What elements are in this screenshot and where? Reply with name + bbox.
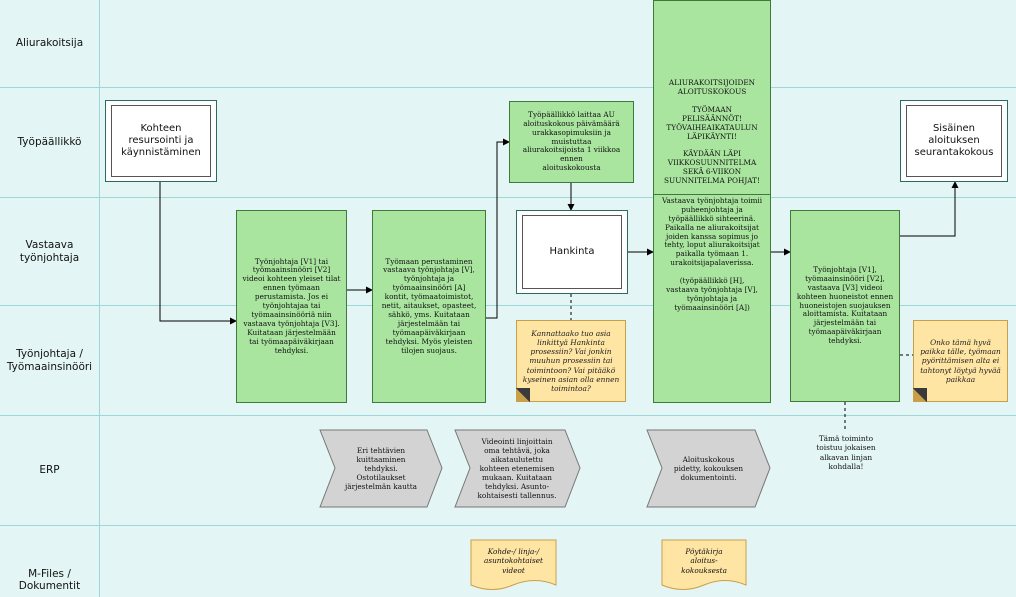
start-box-label: Kohteen resursointi ja käynnistäminen: [111, 105, 211, 177]
erp-chevron-2: [454, 429, 581, 508]
doc-videot-label: Kohde-/ linja-/ asuntokohtaiset videot: [484, 547, 543, 575]
task-aloituskokous-bottom[interactable]: Vastaava työnjohtaja toimii puheenjohtaj…: [653, 195, 771, 403]
erp-chevron-2-label: Videointi linjoittain oma tehtävä, joka …: [477, 436, 557, 501]
doc-poytakirja-label: Pöytäkirja aloitus- kokouksesta: [681, 547, 727, 575]
lane-label: Työpäällikkö: [0, 88, 100, 197]
end-box[interactable]: Sisäinen aloituksen seurantakokous: [900, 100, 1008, 182]
connector-start-to-video: [159, 170, 237, 325]
task-tyomaan-perustaminen[interactable]: Työmaan perustaminen vastaava työnjohtaj…: [372, 210, 486, 403]
connector-huoneistot-to-end: [900, 181, 959, 237]
note-hankinta-question: Kannattaako tuo asia linkittyä Hankinta …: [516, 320, 626, 402]
note-fold-icon: [913, 388, 927, 402]
lane-tyonjohtaja: Työnjohtaja / Työmaainsinööri: [0, 306, 1016, 416]
task-aloituskokous-top[interactable]: ALIURAKOITSIJOIDEN ALOITUSKOKOUS TYÖMAAN…: [653, 0, 771, 195]
lane-label: Vastaava työnjohtaja: [0, 198, 100, 305]
end-box-label: Sisäinen aloituksen seurantakokous: [906, 105, 1002, 177]
lane-vastaava-tyonjohtaja: Vastaava työnjohtaja: [0, 198, 1016, 306]
note-placement-question: Onko tämä hyvä paikka tälle, työmaan pyö…: [913, 320, 1008, 402]
start-box[interactable]: Kohteen resursointi ja käynnistäminen: [105, 100, 217, 182]
lane-m-files: M-Files / Dokumentit: [0, 526, 1016, 597]
erp-chevron-1: [319, 429, 443, 508]
task-yleiset-tilat-video[interactable]: Työnjohtaja [V1] tai työmaainsinööri [V2…: [236, 210, 347, 403]
lane-tyopaallikko: Työpäällikkö: [0, 88, 1016, 198]
note-hankinta-text: Kannattaako tuo asia linkittyä Hankinta …: [522, 328, 620, 394]
lane-erp: ERP: [0, 416, 1016, 526]
repeat-annotation: Tämä toiminto toistuu jokaisen alkavan l…: [816, 434, 876, 471]
lane-label: ERP: [0, 416, 100, 525]
erp-chevron-3-label: Aloituskokous pidetty, kokouksen dokumen…: [673, 454, 744, 483]
note-right-text: Onko tämä hyvä paikka tälle, työmaan pyö…: [920, 337, 1001, 384]
note-fold-icon: [516, 388, 530, 402]
doc-shape-1: [470, 539, 557, 590]
connector-perustaminen-to-tp: [486, 138, 510, 319]
hankinta-box-label: Hankinta: [522, 215, 622, 289]
lane-label: Aliurakoitsija: [0, 0, 100, 87]
erp-chevron-1-label: Eri tehtävien kuittaaminen tehdyksi. Ost…: [345, 445, 417, 492]
erp-chevron-3: [646, 429, 771, 508]
doc-shape-2: [661, 539, 747, 590]
task-huoneistot-video[interactable]: Työnjohtaja [V1], työmaainsinööri [V2], …: [790, 210, 900, 402]
task-tp-au-aloituskokous[interactable]: Työpäällikkö laittaa AU aloituskokous pä…: [509, 101, 634, 183]
lane-aliurakoitsija: Aliurakoitsija: [0, 0, 1016, 88]
lane-label: Työnjohtaja / Työmaainsinööri: [0, 306, 100, 415]
hankinta-box[interactable]: Hankinta: [516, 210, 628, 294]
lane-label: M-Files / Dokumentit: [0, 526, 100, 597]
